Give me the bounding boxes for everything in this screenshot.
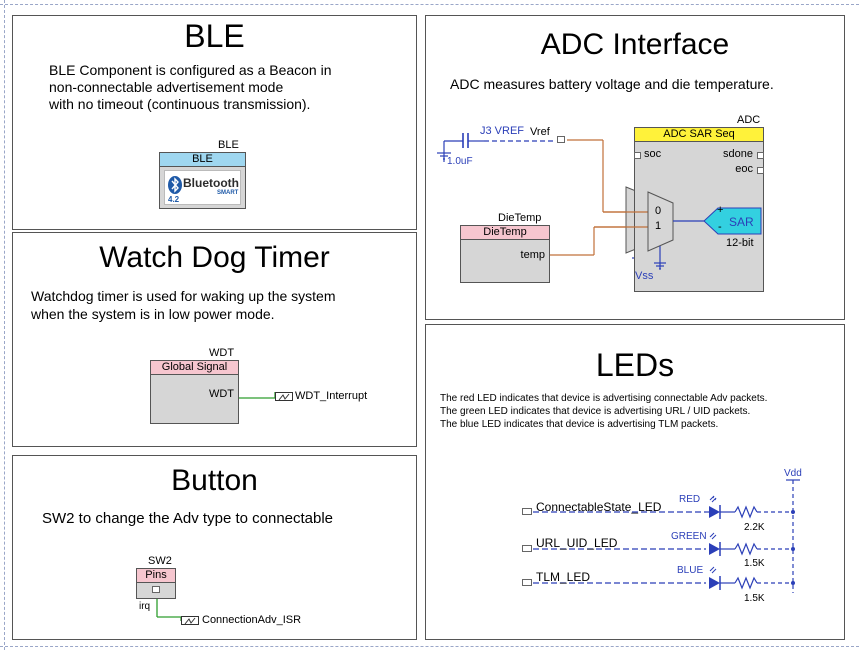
adc-instance-name: ADC xyxy=(737,114,761,126)
sw2-pins-component[interactable]: Pins xyxy=(136,568,176,599)
adc-soc-pin-icon xyxy=(634,152,641,159)
wdt-pin-label: WDT xyxy=(208,388,234,400)
connectable-led-net: ConnectableState_LED xyxy=(536,500,662,514)
green-led-label: GREEN xyxy=(671,531,707,542)
sar-plus: + xyxy=(717,204,724,216)
leds-schematic xyxy=(533,479,800,593)
red-led-resistor: 2.2K xyxy=(744,522,765,533)
adc-panel: ADC Interface ADC measures battery volta… xyxy=(425,15,845,320)
vref-cap-label: J3 VREF xyxy=(480,125,525,137)
adc-mux-sar xyxy=(594,191,762,270)
mux-input-0: 0 xyxy=(655,205,662,217)
vss-label: Vss xyxy=(635,270,654,282)
wdt-component-header: Global Signal xyxy=(151,361,238,375)
adc-eoc-pin-icon xyxy=(757,167,764,174)
sw2-pins-header: Pins xyxy=(137,569,175,583)
ble-component[interactable]: BLE Bluetooth SMART 4.2 xyxy=(159,152,246,209)
wdt-instance-name: WDT xyxy=(209,347,235,359)
bluetooth-icon xyxy=(168,176,182,194)
wdt-component[interactable]: Global Signal WDT xyxy=(150,360,239,424)
dietemp-temp-pin: temp xyxy=(520,249,545,261)
vref-pin-icon xyxy=(557,136,565,143)
green-led-resistor: 1.5K xyxy=(744,558,765,569)
button-desc: SW2 to change the Adv type to connectabl… xyxy=(42,510,334,527)
leds-desc-line-2: The green LED indicates that device is a… xyxy=(440,406,751,417)
wdt-interrupt-net: WDT_Interrupt xyxy=(295,390,368,402)
vref-cap-value: 1.0uF xyxy=(447,156,473,167)
button-title: Button xyxy=(171,464,258,497)
sar-bits: 12-bit xyxy=(726,237,754,249)
wdt-desc-line-2: when the system is in low power mode. xyxy=(31,306,275,322)
connection-adv-isr-net: ConnectionAdv_ISR xyxy=(202,614,302,626)
wdt-panel: Watch Dog Timer Watchdog timer is used f… xyxy=(12,232,417,447)
ble-desc-line-2: non-connectable advertisement mode xyxy=(49,79,284,95)
mux-input-1: 1 xyxy=(655,220,662,232)
led-row-green xyxy=(533,532,795,556)
sw2-irq-label: irq xyxy=(139,601,151,612)
ble-desc-line-3: with no timeout (continuous transmission… xyxy=(49,96,311,112)
tlm-led-pin-icon xyxy=(522,579,532,586)
ble-instance-name: BLE xyxy=(218,139,239,151)
dietemp-header: DieTemp xyxy=(461,226,549,240)
adc-sdone-label: sdone xyxy=(723,148,753,160)
leds-desc-line-3: The blue LED indicates that device is ad… xyxy=(440,419,719,430)
led-row-red xyxy=(533,495,795,519)
leds-desc-line-1: The red LED indicates that device is adv… xyxy=(440,393,768,404)
led-row-blue xyxy=(533,566,795,590)
tlm-led-net: TLM_LED xyxy=(536,570,591,584)
red-led-label: RED xyxy=(679,494,701,505)
leds-title: LEDs xyxy=(595,347,675,383)
wdt-wire xyxy=(239,392,276,399)
ble-panel: BLE BLE Component is configured as a Bea… xyxy=(12,15,417,230)
adc-sar-seq-header: ADC SAR Seq xyxy=(635,128,763,142)
ble-title: BLE xyxy=(184,18,245,54)
connection-adv-isr-icon xyxy=(181,616,199,625)
bluetooth-logo: Bluetooth SMART 4.2 xyxy=(164,170,241,205)
url-uid-led-net: URL_UID_LED xyxy=(536,536,618,550)
leds-panel: LEDs The red LED indicates that device i… xyxy=(425,324,845,640)
adc-eoc-label: eoc xyxy=(735,163,753,175)
sar-minus: - xyxy=(718,221,722,233)
sheet-border-top xyxy=(0,4,859,5)
blue-led-label: BLUE xyxy=(677,565,704,576)
sheet-border-left xyxy=(4,0,5,650)
adc-desc: ADC measures battery voltage and die tem… xyxy=(450,76,774,92)
dietemp-component[interactable]: DieTemp temp xyxy=(460,225,550,283)
bluetooth-logo-sub: SMART xyxy=(217,190,239,196)
ble-desc-line-1: BLE Component is configured as a Beacon … xyxy=(49,62,332,78)
adc-title: ADC Interface xyxy=(540,28,730,61)
wdt-title: Watch Dog Timer xyxy=(99,241,330,274)
connectable-led-pin-icon xyxy=(522,508,532,515)
wdt-interrupt-icon xyxy=(275,392,293,401)
bluetooth-logo-text: Bluetooth xyxy=(183,176,239,190)
sw2-pin-icon xyxy=(152,586,160,593)
sar-label: SAR xyxy=(729,215,754,229)
adc-sdone-pin-icon xyxy=(757,152,764,159)
vdd-label: Vdd xyxy=(784,468,802,479)
dietemp-instance-name: DieTemp xyxy=(498,212,542,224)
vref-pin-label: Vref xyxy=(530,126,550,138)
blue-led-resistor: 1.5K xyxy=(744,593,765,604)
sw2-instance-name: SW2 xyxy=(148,555,172,567)
sheet-border-bottom xyxy=(0,646,859,647)
wdt-desc-line-1: Watchdog timer is used for waking up the… xyxy=(31,288,336,304)
bluetooth-logo-version: 4.2 xyxy=(168,195,180,204)
adc-soc-label: soc xyxy=(644,148,662,160)
button-panel: Button SW2 to change the Adv type to con… xyxy=(12,455,417,640)
ble-component-header: BLE xyxy=(160,153,245,167)
url-uid-led-pin-icon xyxy=(522,545,532,552)
